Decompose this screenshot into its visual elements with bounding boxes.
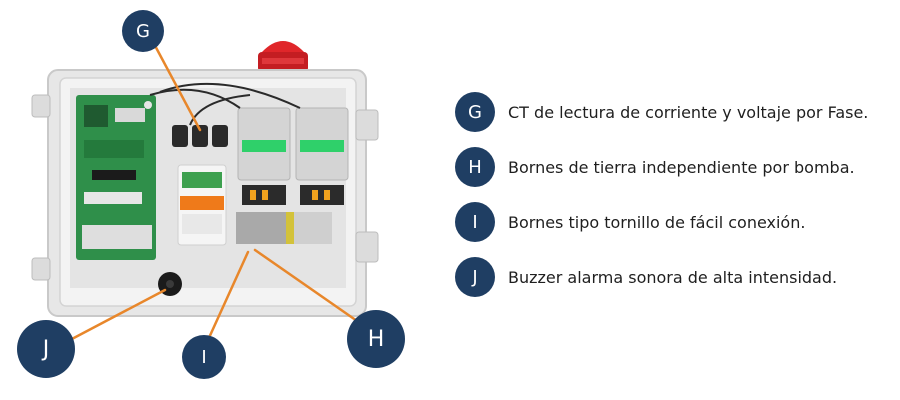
legend-text-h: Bornes de tierra independiente por bomba… bbox=[508, 157, 855, 177]
terminal-block bbox=[236, 212, 332, 244]
leader-lines bbox=[68, 38, 372, 342]
controller-pcb bbox=[76, 95, 156, 260]
circuit-breaker bbox=[177, 164, 227, 246]
ct-sensors bbox=[172, 125, 228, 147]
legend-item-g: G CT de lectura de corriente y voltaje p… bbox=[455, 92, 868, 132]
legend-badge-j: J bbox=[455, 257, 495, 297]
legend-text-j: Buzzer alarma sonora de alta intensidad. bbox=[508, 267, 838, 287]
legend-item-h: H Bornes de tierra independiente por bom… bbox=[455, 147, 855, 187]
alarm-beacon bbox=[258, 41, 308, 72]
legend-badge-h: H bbox=[455, 147, 495, 187]
callout-i: I bbox=[182, 335, 226, 379]
callout-g: G bbox=[122, 10, 164, 52]
contactors bbox=[237, 107, 349, 205]
legend-badge-i: I bbox=[455, 202, 495, 242]
legend-item-j: J Buzzer alarma sonora de alta intensida… bbox=[455, 257, 837, 297]
legend-text-g: CT de lectura de corriente y voltaje por… bbox=[508, 102, 869, 122]
wiring bbox=[149, 82, 301, 126]
callout-h: H bbox=[347, 310, 405, 368]
legend-text-i: Bornes tipo tornillo de fácil conexión. bbox=[508, 212, 806, 232]
legend-badge-g: G bbox=[455, 92, 495, 132]
callout-j: J bbox=[17, 320, 75, 378]
legend-item-i: I Bornes tipo tornillo de fácil conexión… bbox=[455, 202, 805, 242]
